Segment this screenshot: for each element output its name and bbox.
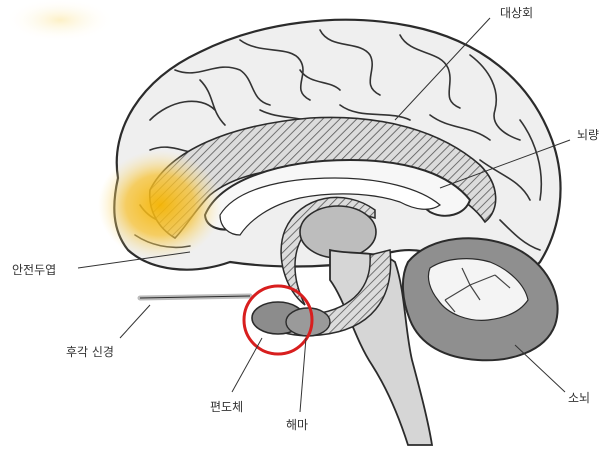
thalamus [300, 206, 376, 258]
hippocampus-head [286, 308, 330, 336]
label-cerebellum: 소뇌 [568, 391, 590, 405]
top-glow [5, 0, 115, 42]
label-olfactory-nerve: 후각 신경 [66, 345, 114, 359]
label-amygdala: 편도체 [210, 400, 243, 414]
label-hippocampus: 해마 [286, 418, 308, 432]
label-corpus-callosum: 뇌량 [577, 128, 599, 142]
label-cingulate-gyrus: 대상회 [500, 6, 533, 20]
orbitofrontal-highlight [98, 150, 222, 260]
label-orbitofrontal: 안전두엽 [12, 263, 56, 277]
